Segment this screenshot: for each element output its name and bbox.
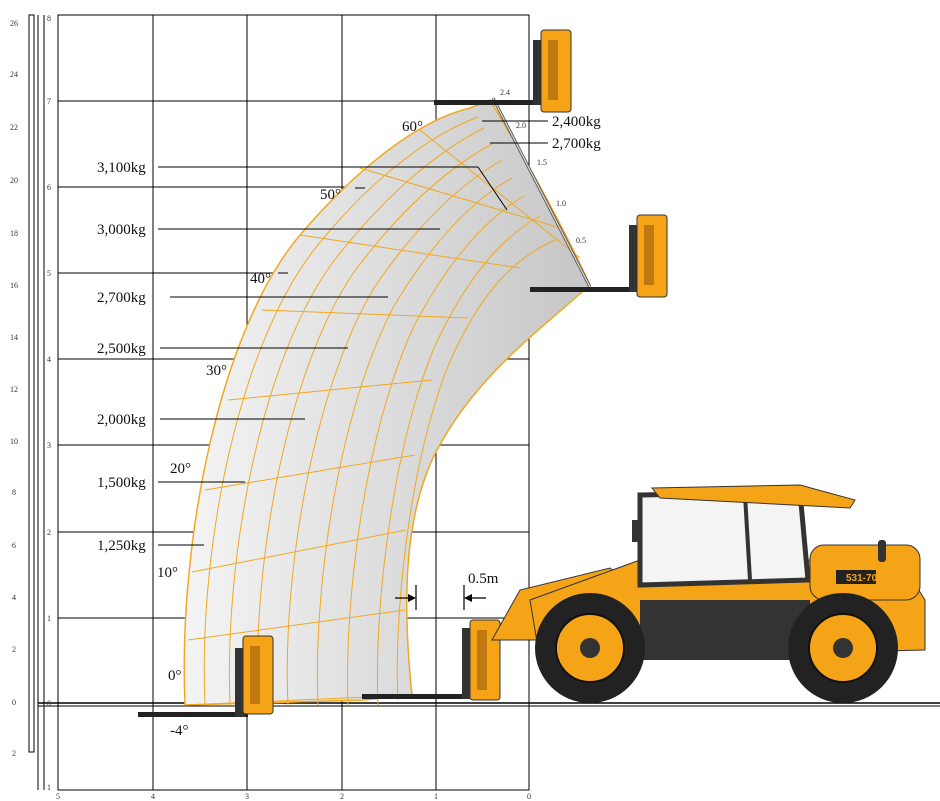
reach-tick: 2 [340,792,344,801]
boom-mark: 2.4 [500,88,510,97]
feet-tick: 14 [10,333,18,342]
load-envelope [183,99,591,706]
feet-tick: 22 [10,123,18,132]
feet-tick: 10 [10,437,18,446]
feet-tick: 24 [10,70,18,79]
feet-tick: 18 [10,229,18,238]
metre-tick: 5 [47,269,51,278]
angle-labels: 60° 50° 40° 30° 20° 10° 0° -4° [157,119,423,739]
metre-tick: 2 [47,528,51,537]
angle-label: 40° [250,271,271,287]
angle-label: 60° [402,119,423,135]
load-label: 3,000kg [97,222,146,238]
boom-mark: 1.5 [537,158,547,167]
telehandler-machine: 531-70 [491,484,926,703]
feet-tick: 16 [10,281,18,290]
fork-carriage-top [434,29,572,113]
feet-tick: 6 [12,541,16,550]
angle-label: 0° [168,668,182,684]
angle-label: 50° [320,187,341,203]
left-scale [28,14,45,790]
grid-frame [57,14,530,791]
load-label: 2,700kg [552,136,601,152]
feet-tick: 0 [12,698,16,707]
boom-mark: 0.5 [576,236,586,245]
fork-carriage-middle [530,214,668,298]
metre-tick: 6 [47,183,51,192]
load-label: 2,700kg [97,290,146,306]
reach-tick: 1 [434,792,438,801]
metre-tick: 1 [47,783,51,792]
angle-label: -4° [170,723,189,739]
offset-label: 0.5m [468,571,499,587]
angle-label: 10° [157,565,178,581]
feet-tick: 20 [10,176,18,185]
offset-marker: 0.5m [395,571,499,610]
ground-line [38,702,940,707]
load-label: 2,500kg [97,341,146,357]
machine-badge: 531-70 [846,573,878,584]
feet-tick: 2 [12,749,16,758]
metre-tick: 0 [47,699,51,708]
reach-tick: 5 [56,792,60,801]
metre-tick: 7 [47,97,51,106]
reach-axis: 5 4 3 2 1 0 [56,792,531,801]
load-label: 2,400kg [552,114,601,130]
fork-carriage-bottom-left [138,635,274,717]
angle-label: 30° [206,363,227,379]
feet-tick: 8 [12,488,16,497]
load-label: 1,500kg [97,475,146,491]
load-label: 3,100kg [97,160,146,176]
feet-axis: 26 24 22 20 18 16 14 12 10 8 6 4 2 0 2 [10,19,18,758]
metre-tick: 4 [47,355,51,364]
reach-tick: 4 [151,792,155,801]
metre-tick: 8 [47,14,51,23]
feet-tick: 12 [10,385,18,394]
metre-tick: 3 [47,441,51,450]
load-label: 1,250kg [97,538,146,554]
reach-tick: 3 [245,792,249,801]
rear-wheel [788,593,898,703]
feet-tick: 4 [12,593,16,602]
boom-scale: 2.4 2.0 1.5 1.0 0.5 [491,88,592,288]
boom-mark: 2.0 [516,121,526,130]
load-labels: 3,100kg 3,000kg 2,700kg 2,500kg 2,000kg … [97,114,601,554]
metre-axis: 8 7 6 5 4 3 2 1 0 1 [47,14,51,792]
metre-tick: 1 [47,614,51,623]
reach-tick: 0 [527,792,531,801]
feet-tick: 2 [12,645,16,654]
front-wheel [535,593,645,703]
boom-mark: 1.0 [556,199,566,208]
angle-label: 20° [170,461,191,477]
feet-tick: 26 [10,19,18,28]
load-label: 2,000kg [97,412,146,428]
